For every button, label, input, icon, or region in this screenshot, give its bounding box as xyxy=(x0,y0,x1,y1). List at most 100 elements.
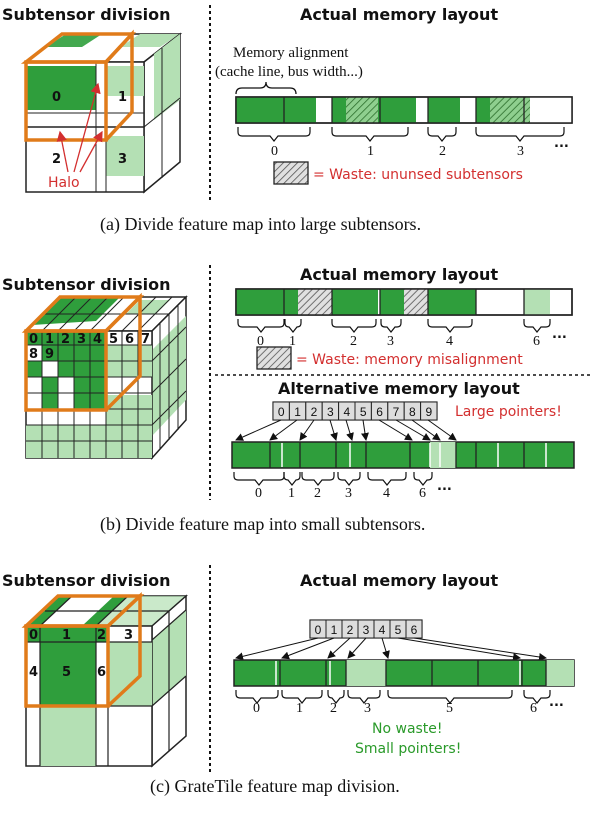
pointer-cell-label: 5 xyxy=(360,405,367,419)
alt-label-2: 2 xyxy=(314,486,321,501)
cube-label-3: 3 xyxy=(77,332,86,347)
layout-label-0: 0 xyxy=(253,701,260,716)
pointer-arrow xyxy=(381,637,390,659)
caption-a: (a) Divide feature map into large subten… xyxy=(100,214,421,235)
cube-label-3: 3 xyxy=(124,628,133,643)
alt-label-0: 0 xyxy=(255,486,262,501)
pointer-cell-label: 4 xyxy=(343,405,350,419)
panel-c-left-title: Subtensor division xyxy=(2,571,170,590)
panel-b-right-title: Actual memory layout xyxy=(300,265,498,284)
layout-label-1: 1 xyxy=(296,701,303,716)
pointer-cell-label: 0 xyxy=(278,405,285,419)
no-waste-label: No waste! xyxy=(372,721,443,737)
pointer-cell-label: 3 xyxy=(327,405,334,419)
cube-a: 0 1 2 3 Halo xyxy=(20,29,183,194)
layout-label-5: 5 xyxy=(446,701,453,716)
pointer-cell-label: 7 xyxy=(393,405,400,419)
panel-b: Subtensor division Actual memory layout xyxy=(2,265,590,535)
cube-label-9: 9 xyxy=(45,347,54,362)
alt-ellipsis: ... xyxy=(437,479,452,494)
pointer-arrow xyxy=(299,419,315,441)
cube-c: 0 1 2 3 4 5 6 xyxy=(21,591,188,768)
cube-label-2: 2 xyxy=(97,628,106,643)
pointer-cell-label: 1 xyxy=(294,405,301,419)
cube-b: 0 1 2 3 4 5 6 7 8 9 xyxy=(21,292,188,460)
cube-label-5: 5 xyxy=(62,665,71,680)
pointer-arrow xyxy=(427,419,457,441)
alignment-line1: Memory alignment xyxy=(233,45,349,61)
layout-ellipsis: ... xyxy=(552,327,567,342)
cube-label-7: 7 xyxy=(141,332,150,347)
cube-label-5: 5 xyxy=(109,332,118,347)
cube-label-4: 4 xyxy=(93,332,102,347)
alignment-brace xyxy=(235,81,297,95)
pointer-cell-label: 2 xyxy=(311,405,318,419)
cube-label-2: 2 xyxy=(61,332,70,347)
alignment-line2: (cache line, bus width...) xyxy=(215,64,363,80)
cube-label-2: 2 xyxy=(52,152,61,167)
misalignment-legend-text: = Waste: memory misalignment xyxy=(296,352,523,368)
pointer-arrow xyxy=(235,637,319,661)
layout-label-2: 2 xyxy=(439,144,446,159)
pointer-cell-label: 3 xyxy=(363,623,370,637)
layout-label-2: 2 xyxy=(330,701,337,716)
caption-c: (c) GrateTile feature map division. xyxy=(150,776,400,797)
cube-label-6: 6 xyxy=(125,332,134,347)
layout-label-0: 0 xyxy=(271,144,278,159)
pointer-arrow xyxy=(413,637,547,661)
panel-c-right-title: Actual memory layout xyxy=(300,571,498,590)
pointer-arrow xyxy=(361,419,369,441)
panel-a-right-title: Actual memory layout xyxy=(300,5,498,24)
pointer-cell-label: 4 xyxy=(379,623,386,637)
pointer-arrow xyxy=(281,637,335,660)
pointer-cell-label: 8 xyxy=(409,405,416,419)
cube-label-0: 0 xyxy=(29,332,38,347)
cube-label-1: 1 xyxy=(118,90,127,105)
layout-label-1: 1 xyxy=(367,144,374,159)
pointer-arrow xyxy=(411,419,441,441)
cube-label-0: 0 xyxy=(52,90,61,105)
pointer-arrow xyxy=(397,637,521,661)
pointer-arrow xyxy=(345,419,354,441)
panel-a: Subtensor division Actual memory layout xyxy=(2,5,573,235)
layout-label-6: 6 xyxy=(533,334,540,349)
memory-strip-b xyxy=(235,288,573,316)
layout-ellipsis: ... xyxy=(549,695,564,710)
pointer-arrow xyxy=(395,419,431,441)
cube-label-1: 1 xyxy=(45,332,54,347)
misalignment-legend-swatch xyxy=(256,346,292,370)
halo-label: Halo xyxy=(48,175,80,191)
pointer-arrow xyxy=(347,637,367,659)
cube-label-0: 0 xyxy=(29,628,38,643)
alt-label-3: 3 xyxy=(345,486,352,501)
pointer-arrow xyxy=(327,637,351,659)
waste-legend-swatch xyxy=(273,161,309,185)
layout-label-0: 0 xyxy=(257,334,264,349)
layout-label-2: 2 xyxy=(350,334,357,349)
panel-b-left-title: Subtensor division xyxy=(2,275,170,294)
cube-label-3: 3 xyxy=(118,152,127,167)
layout-label-4: 4 xyxy=(446,334,453,349)
alt-label-4: 4 xyxy=(383,486,390,501)
layout-ellipsis: ... xyxy=(554,136,569,151)
memory-strip-b-alt xyxy=(231,441,575,469)
pointer-cell-label: 2 xyxy=(347,623,354,637)
alt-label-6: 6 xyxy=(419,486,426,501)
small-pointers-label: Small pointers! xyxy=(355,741,461,757)
panel-c: Subtensor division Actual memory layout xyxy=(2,565,575,797)
memory-strip-c xyxy=(233,659,575,687)
pointer-cell-label: 6 xyxy=(411,623,418,637)
pointer-cell-label: 9 xyxy=(425,405,432,419)
layout-label-3: 3 xyxy=(517,144,524,159)
pointer-cell-label: 1 xyxy=(331,623,338,637)
alt-label-1: 1 xyxy=(288,486,295,501)
large-pointers-label: Large pointers! xyxy=(455,404,562,420)
pointer-arrow xyxy=(378,419,413,441)
cube-label-4: 4 xyxy=(29,665,38,680)
cube-label-1: 1 xyxy=(62,628,71,643)
pointer-cell-label: 5 xyxy=(395,623,402,637)
pointer-cell-label: 0 xyxy=(315,623,322,637)
